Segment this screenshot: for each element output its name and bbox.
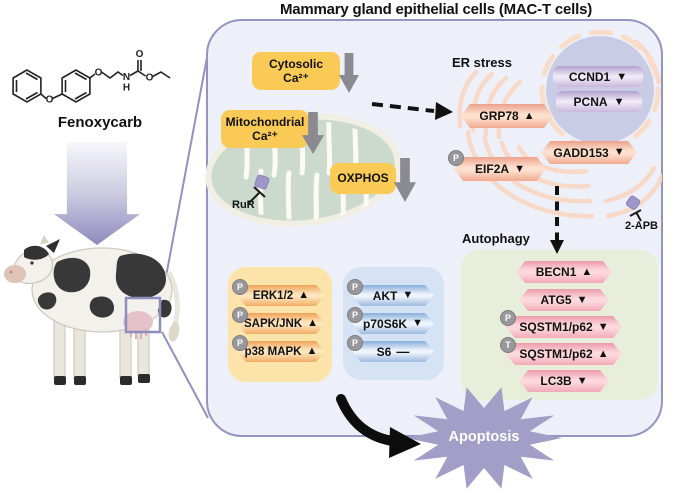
down-arrow: ▼	[613, 146, 625, 158]
cytosolic-ca-line1: Cytosolic	[268, 56, 323, 71]
phospho-badge: P	[232, 279, 248, 295]
erk-pill: ERK1/2 ▲	[237, 285, 325, 306]
down-arrow: ▼	[576, 293, 588, 306]
lc3b-pill: LC3B ▼	[519, 370, 609, 392]
phospho-badge: P	[232, 307, 248, 323]
oxphos-label: OXPHOS	[337, 171, 389, 186]
sapk-jnk-label: SAPK/JNK	[243, 317, 303, 330]
apoptosis-star	[406, 387, 562, 489]
atom-label: O	[146, 73, 154, 84]
atg5-pill: ATG5 ▼	[519, 289, 609, 311]
up-arrow: ▲	[307, 317, 319, 329]
atom-label: H	[123, 83, 130, 94]
mitochondrial-ca-box: Mitochondrial Ca²⁺	[221, 110, 309, 148]
t-sqstm1-pill: SQSTM1/p62 ▲	[506, 343, 622, 365]
p-sqstm1-pill: SQSTM1/p62 ▼	[506, 316, 622, 338]
sapk-jnk-pill: SAPK/JNK ▲	[237, 313, 325, 334]
atom-label: O	[136, 49, 144, 60]
up-arrow: ▲	[581, 265, 593, 278]
apb-label: 2-APB	[625, 220, 659, 232]
akt-pill: AKT ▼	[352, 285, 434, 306]
down-arrow: ▼	[412, 317, 423, 329]
akt-label: AKT	[372, 288, 398, 303]
atg5-label: ATG5	[540, 293, 572, 307]
cytosolic-ca-line2: Ca²⁺	[283, 71, 309, 85]
t-sqstm1-label: SQSTM1/p62	[519, 347, 593, 361]
phospho-badge: P	[448, 150, 464, 166]
up-arrow: ▲	[298, 289, 310, 301]
pcna-pill: PCNA ▼	[556, 91, 642, 112]
apoptosis-label: Apoptosis	[448, 429, 520, 445]
down-arrow: ▼	[576, 374, 588, 387]
p38-mapk-pill: p38 MAPK ▲	[237, 341, 325, 362]
lc3b-label: LC3B	[540, 374, 572, 388]
down-arrow: ▼	[514, 162, 525, 175]
cow-illustration	[4, 235, 180, 385]
compound-name: Fenoxycarb	[57, 114, 143, 131]
oxphos-box: OXPHOS	[330, 163, 396, 194]
down-arrow: ▼	[613, 95, 625, 108]
fenoxycarb-structure: O O O N H O	[12, 49, 171, 106]
p70s6k-pill: p70S6K ▼	[352, 313, 434, 334]
phospho-badge: P	[347, 279, 363, 295]
ccnd1-label: CCND1	[568, 69, 611, 84]
atom-label: O	[46, 95, 54, 106]
ccnd1-pill: CCND1 ▼	[553, 66, 643, 87]
er-stress-label: ER stress	[452, 55, 512, 70]
grp78-pill: GRP78 ▲	[461, 104, 553, 128]
mitochondrial-ca-line2: Ca²⁺	[252, 129, 278, 143]
no-change-dash: —	[396, 344, 410, 359]
up-arrow: ▲	[523, 109, 535, 122]
p70s6k-label: p70S6K	[363, 316, 408, 331]
grp78-label: GRP78	[479, 109, 519, 123]
up-arrow: ▲	[597, 347, 609, 360]
atom-label: O	[95, 68, 103, 79]
phospho-badge: P	[232, 335, 248, 351]
s6-label: S6	[376, 344, 392, 359]
eif2a-label: EIF2A	[475, 162, 510, 176]
total-badge: T	[500, 337, 516, 353]
autophagy-label: Autophagy	[462, 231, 530, 246]
phospho-badge: P	[500, 310, 516, 326]
down-arrow: ▼	[616, 70, 628, 83]
erk-label: ERK1/2	[252, 289, 294, 302]
gadd153-pill: GADD153 ▼	[541, 141, 637, 164]
up-arrow: ▲	[306, 345, 318, 357]
eif2a-pill: EIF2A ▼	[454, 157, 546, 181]
down-arrow: ▼	[597, 320, 609, 333]
page-title: Mammary gland epithelial cells (MAC-T ce…	[279, 1, 593, 18]
down-arrow: ▼	[402, 289, 414, 301]
p38-mapk-label: p38 MAPK	[244, 345, 302, 358]
gadd153-label: GADD153	[553, 145, 609, 160]
phospho-badge: P	[347, 307, 363, 323]
s6-pill: S6 —	[352, 341, 434, 362]
cytosolic-ca-box: Cytosolic Ca²⁺	[252, 52, 340, 90]
phospho-badge: P	[347, 335, 363, 351]
atom-label: N	[123, 72, 130, 83]
becn1-label: BECN1	[535, 265, 577, 279]
becn1-pill: BECN1 ▲	[516, 261, 612, 283]
mitochondrial-ca-line1: Mitochondrial	[225, 114, 305, 129]
p-sqstm1-label: SQSTM1/p62	[519, 320, 593, 334]
udder-zoom-box	[124, 296, 162, 334]
rur-label: RuR	[232, 199, 255, 211]
pcna-label: PCNA	[573, 94, 608, 109]
